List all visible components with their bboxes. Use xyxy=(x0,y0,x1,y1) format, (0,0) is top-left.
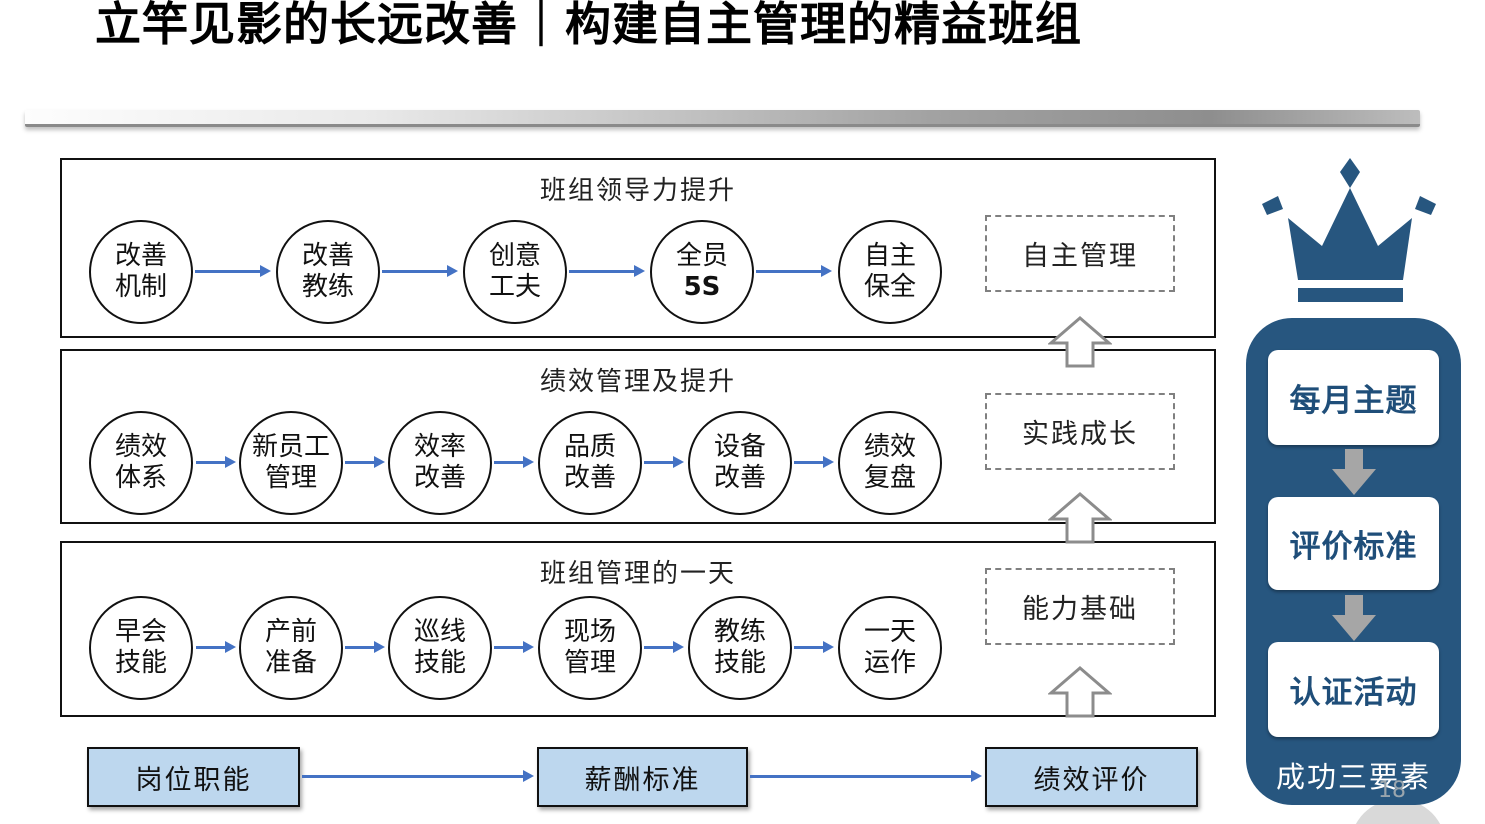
process-step-circle: 全员 5S xyxy=(650,220,754,324)
process-step-circle: 早会 技能 xyxy=(89,596,193,700)
process-step-circle: 现场 管理 xyxy=(538,596,642,700)
flow-arrow-icon xyxy=(644,456,684,468)
success-factors-panel: 每月主题 评价标准 认证活动 成功三要素 xyxy=(1246,318,1461,805)
panel-step: 每月主题 xyxy=(1268,350,1439,445)
process-step-circle: 一天 运作 xyxy=(838,596,942,700)
result-tag: 实践成长 xyxy=(985,393,1175,470)
flow-arrow-icon xyxy=(196,456,236,468)
process-step-circle: 产前 准备 xyxy=(239,596,343,700)
up-arrow-icon xyxy=(1048,316,1112,368)
flow-arrow-icon xyxy=(382,265,458,277)
flow-arrow-icon xyxy=(569,265,645,277)
flow-box: 岗位职能 xyxy=(87,747,300,807)
process-step-circle: 改善 机制 xyxy=(89,220,193,324)
process-step-circle: 绩效 体系 xyxy=(89,411,193,515)
result-tag: 能力基础 xyxy=(985,568,1175,645)
page-title: 立竿见影的长远改善｜构建自主管理的精益班组 xyxy=(95,0,1082,51)
flow-arrow-icon xyxy=(302,770,534,782)
band-title: 班组领导力提升 xyxy=(539,176,736,206)
band-daily-management: 班组管理的一天 早会 技能 产前 准备 巡线 技能 现场 管理 教练 技能 一天… xyxy=(60,541,1216,717)
flow-arrow-icon xyxy=(756,265,832,277)
flow-arrow-icon xyxy=(644,641,684,653)
band-title: 绩效管理及提升 xyxy=(539,367,736,397)
crown-icon xyxy=(1262,158,1436,302)
process-step-circle: 效率 改善 xyxy=(388,411,492,515)
down-arrow-icon xyxy=(1332,595,1376,641)
flow-arrow-icon xyxy=(794,641,834,653)
up-arrow-icon xyxy=(1048,492,1112,544)
flow-arrow-icon xyxy=(494,456,534,468)
process-step-circle: 新员工 管理 xyxy=(239,411,343,515)
title-divider-bar xyxy=(25,110,1420,127)
flow-arrow-icon xyxy=(794,456,834,468)
flow-arrow-icon xyxy=(196,641,236,653)
process-step-circle: 巡线 技能 xyxy=(388,596,492,700)
flow-arrow-icon xyxy=(345,641,385,653)
flow-box: 薪酬标准 xyxy=(537,747,748,807)
process-step-circle: 改善 教练 xyxy=(276,220,380,324)
flow-arrow-icon xyxy=(494,641,534,653)
process-step-circle: 设备 改善 xyxy=(688,411,792,515)
process-step-circle: 自主 保全 xyxy=(838,220,942,324)
panel-caption: 成功三要素 xyxy=(1275,760,1431,794)
down-arrow-icon xyxy=(1332,449,1376,495)
process-step-circle: 品质 改善 xyxy=(538,411,642,515)
band-title: 班组管理的一天 xyxy=(539,559,736,589)
process-step-circle: 教练 技能 xyxy=(688,596,792,700)
flow-arrow-icon xyxy=(195,265,271,277)
up-arrow-icon xyxy=(1048,666,1112,718)
process-step-circle: 绩效 复盘 xyxy=(838,411,942,515)
panel-step: 认证活动 xyxy=(1268,642,1439,737)
process-step-circle: 创意 工夫 xyxy=(463,220,567,324)
flow-box: 绩效评价 xyxy=(985,747,1198,807)
result-tag: 自主管理 xyxy=(985,215,1175,292)
panel-step: 评价标准 xyxy=(1268,497,1439,590)
flow-arrow-icon xyxy=(345,456,385,468)
page-number: 18 xyxy=(1378,778,1406,803)
flow-arrow-icon xyxy=(750,770,982,782)
